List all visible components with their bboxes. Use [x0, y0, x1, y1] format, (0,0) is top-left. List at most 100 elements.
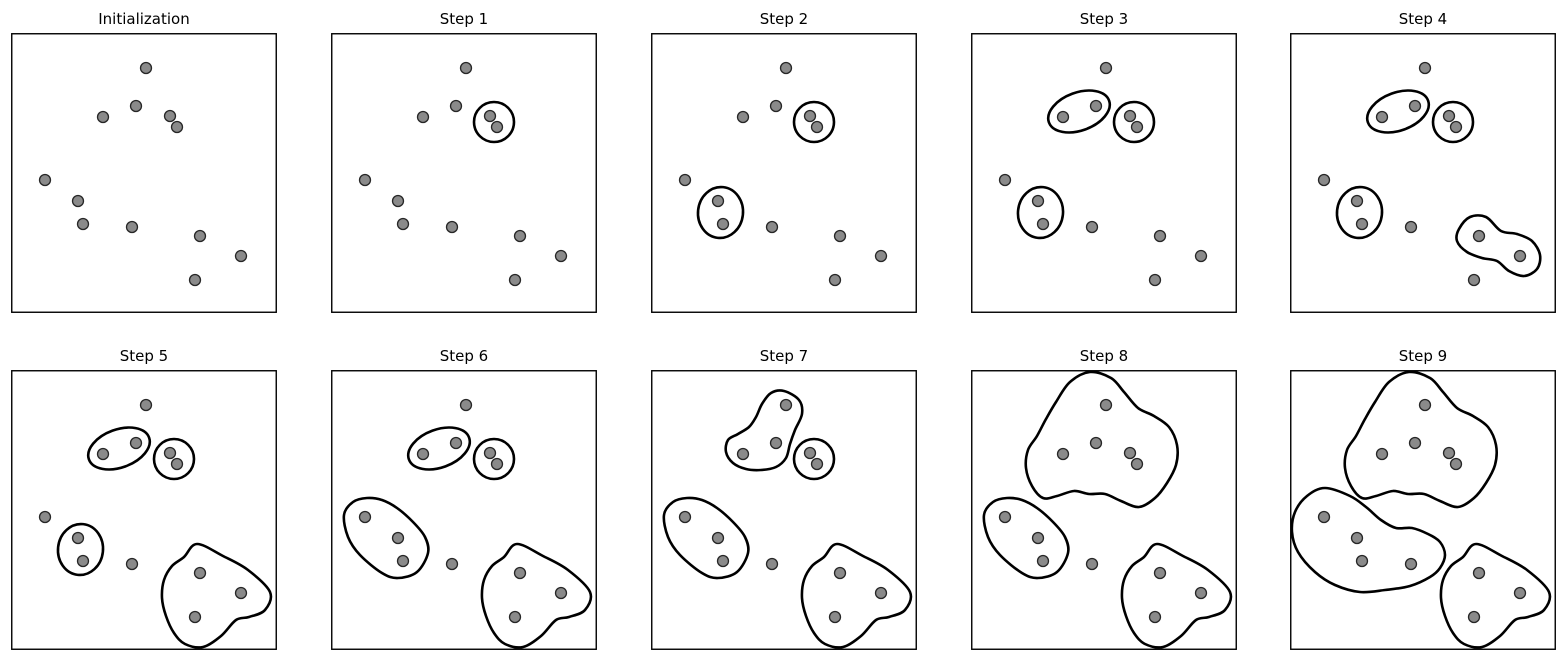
axes-frame	[331, 370, 597, 650]
data-point-9	[1153, 566, 1167, 580]
cluster-outline-pair-top-right	[152, 437, 196, 481]
data-point-2	[416, 447, 430, 461]
axes-frame	[651, 370, 917, 650]
cluster-outline-quad-left	[1290, 486, 1447, 594]
data-point-7	[716, 554, 730, 568]
cluster-outline-tri-bottom-right	[1120, 542, 1233, 649]
data-point-8	[1404, 557, 1418, 571]
panel-title-step-7: Step 7	[759, 347, 809, 365]
cluster-outline-blob-top-five	[1024, 370, 1179, 509]
data-point-9	[1472, 229, 1486, 243]
data-point-1	[1408, 99, 1422, 113]
data-point-3	[1442, 446, 1456, 460]
panel-step-2: Step 2	[651, 10, 917, 313]
data-point-3	[1123, 446, 1137, 460]
panel-plot-step-9	[1290, 370, 1556, 650]
data-point-4	[170, 120, 184, 134]
data-point-7	[76, 217, 90, 231]
data-point-11	[828, 273, 842, 287]
data-point-6	[1350, 194, 1364, 208]
data-point-5	[38, 510, 52, 524]
data-point-7	[1355, 554, 1369, 568]
data-point-11	[188, 610, 202, 624]
data-point-11	[1148, 273, 1162, 287]
panel-step-7: Step 7	[651, 347, 917, 650]
cluster-outline-pair-top-right	[792, 437, 836, 481]
data-point-8	[125, 557, 139, 571]
data-point-6	[391, 194, 405, 208]
cluster-outline-pair-left	[1016, 185, 1065, 240]
data-point-4	[1449, 457, 1463, 471]
panel-plot-step-1	[331, 33, 597, 313]
cluster-outline-tri-left	[662, 496, 750, 580]
data-point-8	[445, 220, 459, 234]
data-point-5	[678, 510, 692, 524]
data-point-8	[1404, 220, 1418, 234]
data-point-3	[483, 109, 497, 123]
data-point-1	[129, 99, 143, 113]
data-point-0	[1418, 61, 1432, 75]
data-point-7	[396, 554, 410, 568]
data-point-4	[170, 457, 184, 471]
data-point-8	[445, 557, 459, 571]
axes-frame	[331, 33, 597, 313]
data-point-0	[139, 398, 153, 412]
data-point-7	[716, 217, 730, 231]
data-point-6	[1031, 531, 1045, 545]
data-point-1	[449, 436, 463, 450]
data-point-2	[1056, 447, 1070, 461]
data-point-11	[508, 273, 522, 287]
data-point-3	[1442, 109, 1456, 123]
data-point-9	[1472, 566, 1486, 580]
data-point-1	[769, 436, 783, 450]
data-point-4	[490, 120, 504, 134]
data-point-11	[188, 273, 202, 287]
data-point-9	[193, 566, 207, 580]
data-point-1	[449, 99, 463, 113]
cluster-outline-tri-bottom-right	[800, 542, 913, 649]
data-point-7	[1036, 554, 1050, 568]
axes-frame	[1290, 33, 1556, 313]
axes-frame	[11, 370, 277, 650]
cluster-outline-pair-top-mid	[1046, 89, 1112, 134]
cluster-outline-blob-top-five	[1343, 370, 1498, 509]
panel-title-step-4: Step 4	[1398, 10, 1448, 28]
data-point-8	[1085, 557, 1099, 571]
cluster-outline-bean-top	[724, 389, 804, 472]
cluster-outline-pair-top-mid	[86, 426, 152, 471]
cluster-outline-pair-left	[1335, 185, 1384, 240]
data-point-2	[96, 110, 110, 124]
panel-title-initialization: Initialization	[98, 10, 190, 28]
data-point-11	[1467, 610, 1481, 624]
data-point-6	[71, 194, 85, 208]
cluster-outline-tri-bottom-right	[1439, 542, 1552, 649]
data-point-5	[38, 173, 52, 187]
data-point-3	[483, 446, 497, 460]
cluster-outline-tri-bottom-right	[160, 542, 273, 649]
data-point-0	[459, 61, 473, 75]
cluster-outline-pair-bottom-right	[1455, 214, 1542, 278]
cluster-outline-tri-bottom-right	[480, 542, 593, 649]
data-point-10	[1194, 586, 1208, 600]
data-point-4	[810, 120, 824, 134]
data-point-1	[1089, 99, 1103, 113]
data-point-9	[193, 229, 207, 243]
data-point-6	[391, 531, 405, 545]
data-point-3	[803, 446, 817, 460]
panel-title-step-6: Step 6	[439, 347, 489, 365]
panel-step-5: Step 5	[11, 347, 277, 650]
data-point-7	[1355, 217, 1369, 231]
panel-title-step-1: Step 1	[439, 10, 489, 28]
data-point-2	[1375, 447, 1389, 461]
data-point-4	[1130, 457, 1144, 471]
data-point-2	[96, 447, 110, 461]
data-point-10	[1513, 586, 1527, 600]
cluster-outline-pair-top-right	[472, 437, 516, 481]
data-point-4	[810, 457, 824, 471]
data-point-1	[129, 436, 143, 450]
data-point-6	[1350, 531, 1364, 545]
panel-title-step-8: Step 8	[1079, 347, 1129, 365]
panel-plot-step-3	[971, 33, 1237, 313]
axes-frame	[971, 33, 1237, 313]
data-point-4	[1130, 120, 1144, 134]
